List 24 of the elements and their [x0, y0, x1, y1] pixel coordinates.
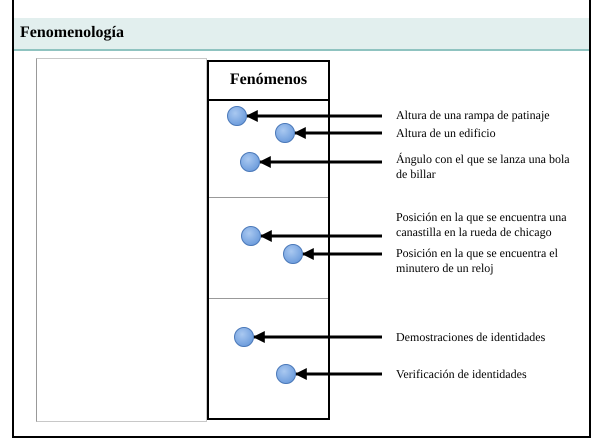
title: Fenomenología — [20, 24, 124, 42]
circle-marker — [240, 152, 260, 172]
circle-marker — [241, 226, 261, 246]
phenomenon-label: Ángulo con el que se lanza una bola de billar — [382, 152, 582, 184]
phenomenon-label: Verificación de identidades — [382, 367, 582, 384]
phenomenon-label: Demostraciones de identidades — [382, 330, 582, 347]
arrow — [260, 230, 382, 242]
phenomenon-label: Posición en la que se encuentra una canastilla en la rueda de chicago — [382, 210, 582, 242]
circle-marker — [234, 327, 254, 347]
arrow — [252, 331, 382, 343]
phenomenon-label: Altura de una rampa de patinaje — [382, 108, 582, 125]
circle-marker — [276, 364, 296, 384]
phenomenon-label: Altura de un edificio — [382, 126, 582, 143]
circle-marker — [275, 123, 295, 143]
arrow — [302, 248, 382, 260]
arrow — [294, 127, 382, 139]
phenomenon-label: Posición en la que se encuentra el minutero de un reloj — [382, 246, 582, 278]
circle-marker — [283, 244, 303, 264]
column-header: Fenómenos — [209, 62, 328, 101]
circle-marker — [227, 106, 247, 126]
table-column — [207, 60, 330, 420]
arrow — [246, 110, 382, 122]
arrow — [258, 156, 382, 168]
arrow — [294, 368, 382, 380]
